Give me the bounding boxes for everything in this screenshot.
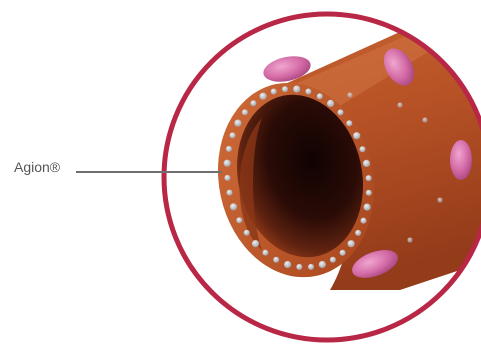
silver-particle bbox=[224, 160, 231, 167]
silver-particle bbox=[340, 250, 346, 256]
silver-particle bbox=[305, 89, 311, 95]
silver-particle bbox=[361, 218, 367, 224]
silver-particle bbox=[330, 257, 336, 263]
silver-particle bbox=[353, 132, 360, 139]
silver-particle bbox=[348, 240, 355, 247]
silver-particle bbox=[319, 261, 326, 268]
silver-particle bbox=[360, 146, 366, 152]
silver-particle bbox=[271, 89, 277, 95]
silver-particle bbox=[363, 160, 370, 167]
silver-particle bbox=[260, 93, 267, 100]
silver-particle bbox=[338, 109, 344, 115]
silver-particle bbox=[317, 93, 323, 99]
silver-particle bbox=[327, 100, 334, 107]
silver-particle bbox=[252, 240, 259, 247]
silver-particle bbox=[422, 117, 427, 122]
cell-right bbox=[450, 140, 472, 180]
silver-particle bbox=[366, 190, 372, 196]
silver-particle bbox=[226, 146, 232, 152]
silver-particle bbox=[366, 175, 372, 181]
callout-label-agion: Agion® bbox=[14, 158, 60, 176]
silver-particle bbox=[293, 86, 300, 93]
silver-particle bbox=[262, 250, 268, 256]
silver-particle bbox=[284, 261, 291, 268]
silver-particle bbox=[346, 120, 352, 126]
silver-particle bbox=[437, 197, 442, 202]
silver-particle bbox=[364, 204, 371, 211]
silver-particle bbox=[227, 190, 233, 196]
silver-particle bbox=[224, 175, 230, 181]
silver-particle bbox=[236, 217, 242, 223]
silver-particle bbox=[407, 237, 412, 242]
silver-particle bbox=[308, 264, 314, 270]
silver-particle bbox=[244, 230, 250, 236]
silver-particle bbox=[230, 203, 237, 210]
silver-particle bbox=[355, 230, 361, 236]
silver-particle bbox=[282, 86, 288, 92]
silver-particle bbox=[296, 264, 302, 270]
silver-particle bbox=[347, 92, 352, 97]
silver-particle bbox=[250, 100, 256, 106]
silver-particle bbox=[273, 257, 279, 263]
silver-particle bbox=[230, 132, 236, 138]
silver-particle bbox=[242, 109, 248, 115]
silver-particle bbox=[397, 102, 402, 107]
callout-leader-line bbox=[76, 171, 222, 173]
silver-particle bbox=[234, 120, 241, 127]
